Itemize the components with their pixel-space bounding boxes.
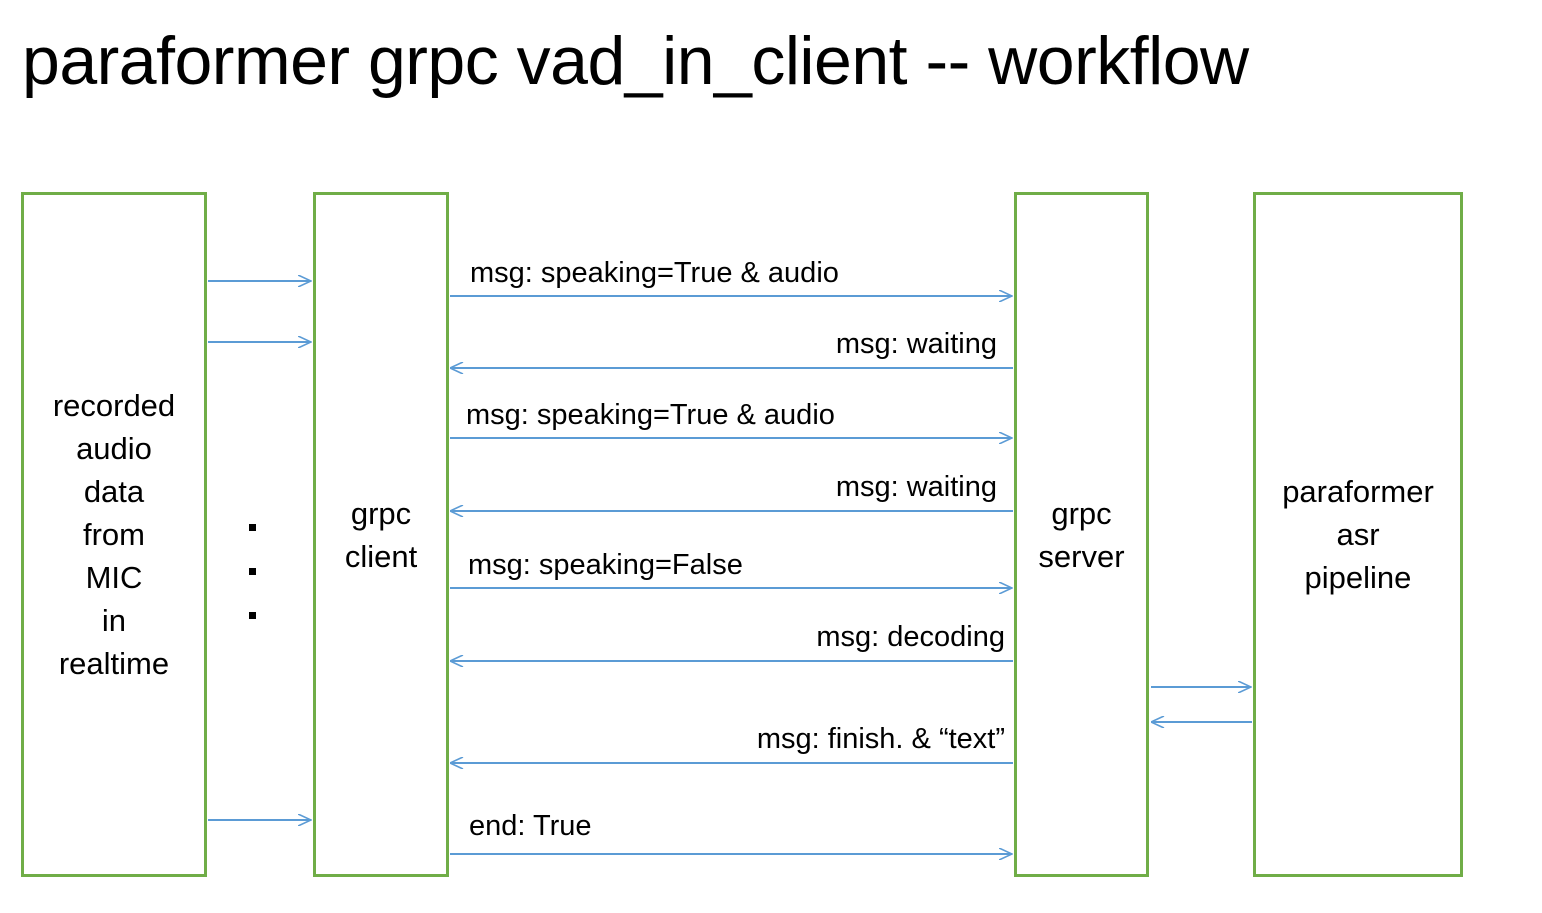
message-label-finish-text: msg: finish. & “text” [756,723,1005,755]
lane-label-grpc-server: grpc server [1038,495,1125,574]
lane-recorded-audio: recorded audio data from MIC in realtime [21,192,207,877]
message-label-speaking-true-2: msg: speaking=True & audio [466,399,835,431]
lane-paraformer-asr-pipeline: paraformer asr pipeline [1253,192,1463,877]
asr-pipeline-arrows [1151,687,1252,722]
message-label-decoding: msg: decoding [816,621,1005,653]
continuation-dot [249,568,256,575]
page-title: paraformer grpc vad_in_client -- workflo… [22,23,1249,99]
message-label-speaking-false: msg: speaking=False [468,549,743,581]
lane-grpc-client: grpc client [313,192,449,877]
lane-grpc-server: grpc server [1014,192,1149,877]
continuation-dots [249,514,269,634]
message-label-waiting-2: msg: waiting [835,471,997,503]
message-label-waiting-1: msg: waiting [835,328,997,360]
continuation-dot [249,612,256,619]
continuation-dot [249,524,256,531]
message-label-end-true: end: True [469,810,592,842]
lane-label-paraformer-asr-pipeline: paraformer asr pipeline [1282,474,1434,595]
message-label-speaking-true-1: msg: speaking=True & audio [470,257,839,289]
lane-label-grpc-client: grpc client [344,495,418,574]
lane-label-recorded-audio: recorded audio data from MIC in realtime [52,388,176,681]
